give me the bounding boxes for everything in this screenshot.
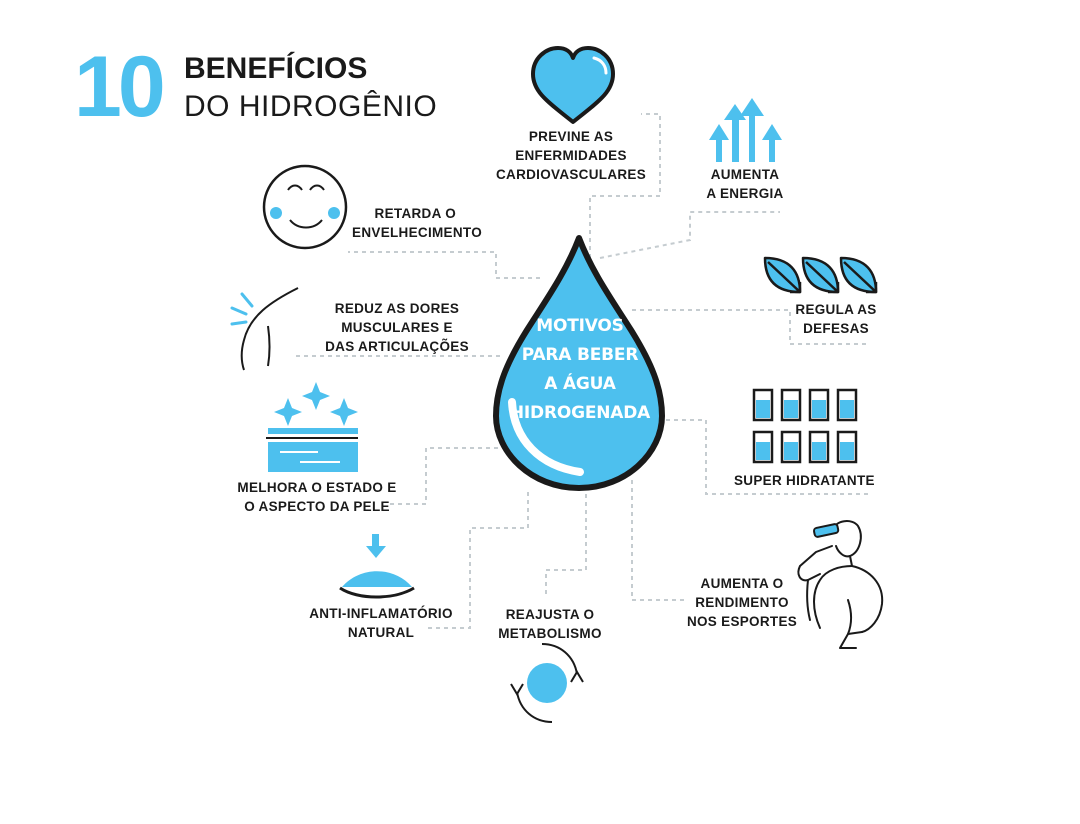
center-line: PARA BEBER [521,345,639,365]
benefit-defenses-label: REGULA AS DEFESAS [778,300,894,338]
label-line: RETARDA O [374,206,456,221]
benefit-sports-label: AUMENTA O RENDIMENTO NOS ESPORTES [680,574,804,631]
center-line: MOTIVOS [536,316,624,336]
center-line: HIDROGENADA [509,403,651,423]
arrows-up-icon [709,98,782,162]
center-label: MOTIVOS PARA BEBER A ÁGUA HIDROGENADA [505,312,655,428]
label-line: AUMENTA O [700,576,784,591]
benefit-cardio-label: PREVINE AS ENFERMIDADES CARDIOVASCULARES [483,127,659,184]
center-line: A ÁGUA [544,374,616,394]
label-line: NOS ESPORTES [686,614,798,629]
label-line: PREVINE AS [528,129,614,144]
leaves-icon [763,256,878,294]
label-line: METABOLISMO [498,626,602,641]
benefit-skin-label: MELHORA O ESTADO E O ASPECTO DA PELE [228,478,406,516]
eye-drop-icon [339,534,415,599]
label-line: O ASPECTO DA PELE [244,499,390,514]
benefit-energy-label: AUMENTA A ENERGIA [690,165,800,203]
benefit-metabolism-label: REAJUSTA O METABOLISMO [488,605,612,643]
label-line: RENDIMENTO [695,595,789,610]
connector-metabolism [545,494,587,598]
connector-hydration [650,419,870,495]
connector-sports [631,480,686,601]
label-line: A ENERGIA [706,186,784,201]
label-line: MUSCULARES E [341,320,453,335]
benefit-hydration-label: SUPER HIDRATANTE [734,471,875,490]
label-line: REAJUSTA O [505,607,595,622]
connector-antiinflammatory [424,492,529,629]
heart-icon [531,46,615,124]
label-line: NATURAL [347,625,415,640]
label-line: DAS ARTICULAÇÕES [325,339,469,354]
title-line-1: BENEFÍCIOS [184,52,368,85]
label-line: ENFERMIDADES [515,148,627,163]
label-line: MELHORA O ESTADO E [237,480,397,495]
label-line: REGULA AS [795,302,877,317]
label-line: CARDIOVASCULARES [495,167,647,182]
benefit-antiinflammatory-label: ANTI-INFLAMATÓRIO NATURAL [298,604,464,642]
connector-lines [294,113,870,629]
benefit-pain-label: REDUZ AS DORES MUSCULARES E DAS ARTICULA… [316,299,478,356]
connector-cardio [589,113,661,258]
label-line: ENVELHECIMENTO [352,225,482,240]
title-number: 10 [74,39,166,135]
smiling-face-icon [262,164,348,250]
cycle-icon [510,643,584,723]
skin-layers-icon [266,382,358,472]
label-line: REDUZ AS DORES [334,301,460,316]
benefit-aging-label: RETARDA O ENVELHECIMENTO [330,204,482,242]
label-line: SUPER HIDRATANTE [734,473,875,488]
connector-aging [348,251,540,279]
connector-skin [390,447,506,505]
shoulder-icon [230,287,299,371]
athlete-drinking-icon [797,520,884,649]
connector-energy [599,211,780,259]
label-line: DEFESAS [803,321,869,336]
water-drop-icon [493,235,665,491]
water-glasses-icon [752,388,858,464]
label-line: AUMENTA [710,167,780,182]
label-line: ANTI-INFLAMATÓRIO [309,606,453,621]
title-line-2: DO HIDROGÊNIO [184,90,438,123]
